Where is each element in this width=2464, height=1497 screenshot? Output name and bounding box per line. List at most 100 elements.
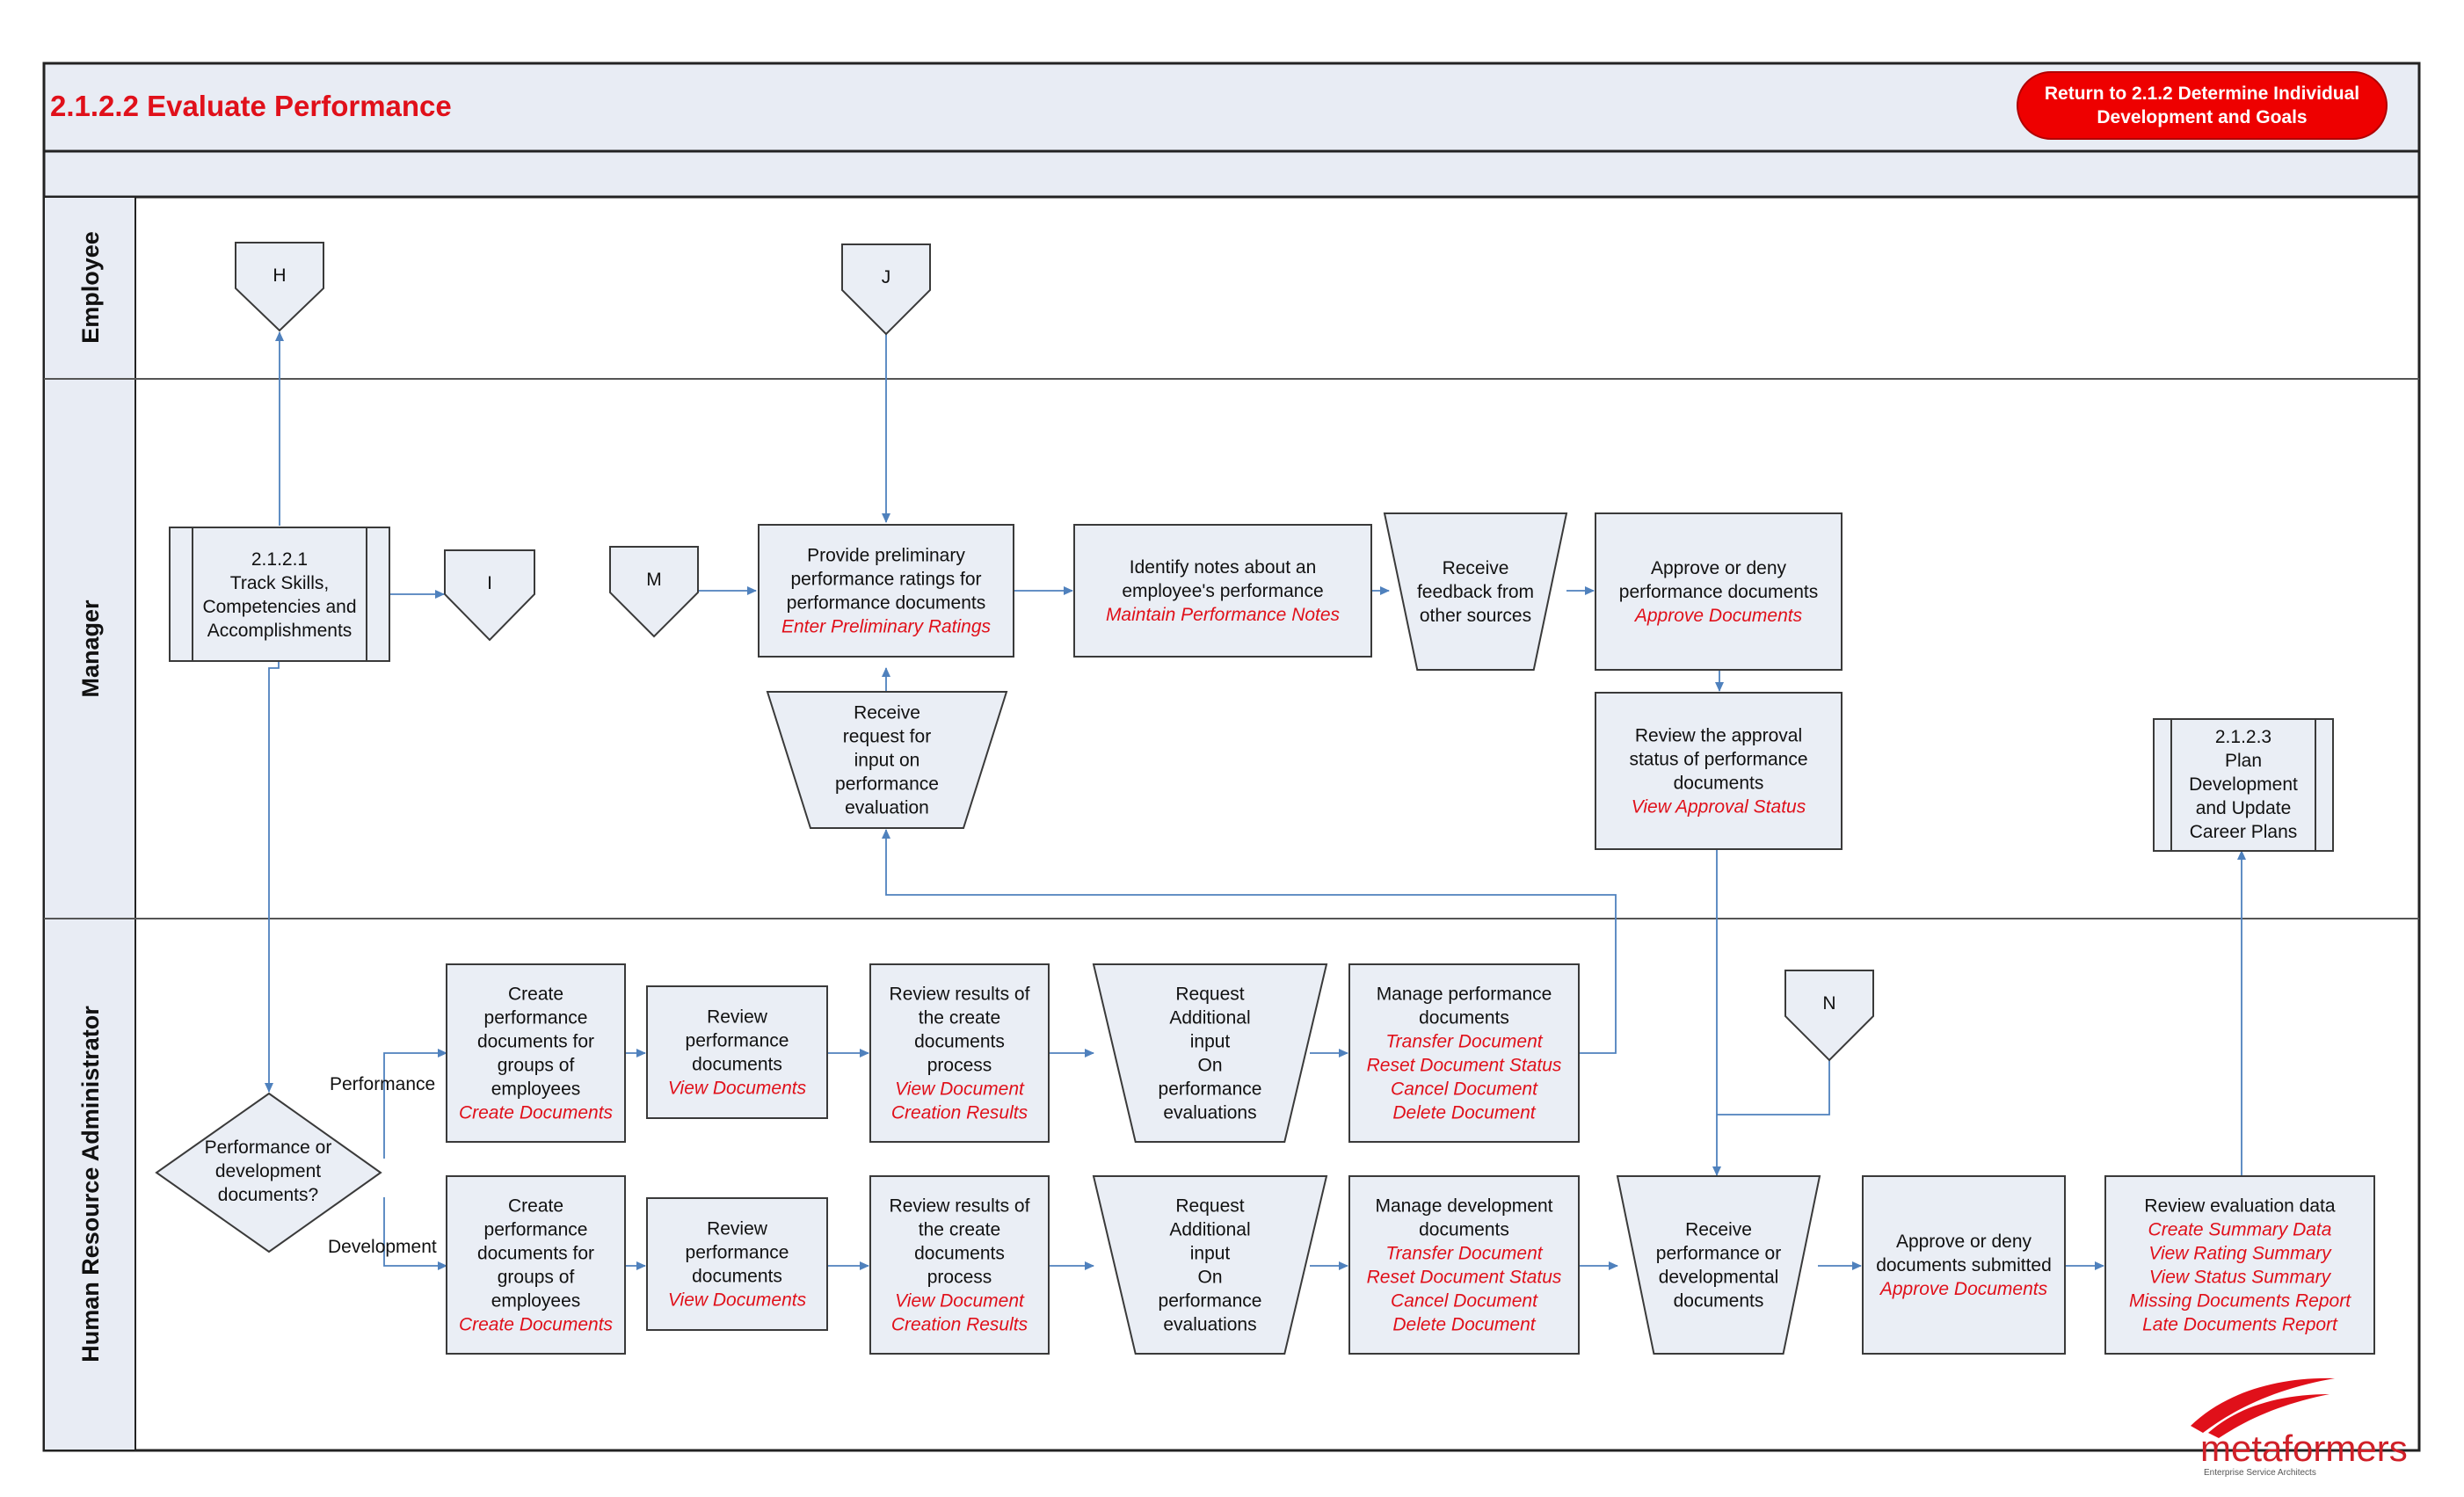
process-step-text: documents [914,1032,1005,1052]
subprocess-track-skills[interactable]: 2.1.2.1 Track Skills, Competencies and A… [169,527,390,662]
process-step-identify-notes: Identify notes about an employee's perfor… [1073,524,1372,658]
process-step-text: Approve or deny [1896,1232,2032,1252]
process-step-link[interactable]: Missing Documents Report [2129,1291,2351,1312]
process-step-text: Request [1175,1196,1244,1217]
return-button-line-1: Return to 2.1.2 Determine Individual [2045,84,2359,104]
process-step-link[interactable]: Cancel Document [1391,1079,1538,1100]
process-step-link[interactable]: Approve Documents [1633,606,1803,626]
subprocess-track-line: Competencies and [202,597,356,617]
process-step-text: evaluation [845,798,929,818]
process-step-link[interactable]: Transfer Document [1385,1244,1543,1264]
process-step-link[interactable]: Create Documents [459,1103,614,1123]
process-step-text: evaluations [1163,1315,1256,1335]
process-step-text: employee's performance [1122,581,1323,601]
process-step-text: input [1190,1032,1231,1052]
process-step-text: Receive [1685,1220,1752,1240]
process-step-text: documents [1419,1008,1509,1028]
process-step-text: performance documents [787,593,985,614]
process-step-link[interactable]: Delete Document [1392,1103,1536,1123]
process-step-shape [1595,512,1843,671]
process-step-text: developmental [1659,1268,1779,1288]
process-step-link[interactable]: Reset Document Status [1367,1056,1562,1076]
process-step-text: Additional [1169,1008,1250,1028]
process-step-link[interactable]: Transfer Document [1385,1032,1543,1052]
process-step-request-input-perf: RequestAdditionalinputOnperformanceevalu… [1092,963,1328,1143]
offpage-n-label: N [1822,993,1835,1014]
branch-label-development: Development [328,1237,437,1257]
process-step-shape [758,524,1014,658]
process-step-text: the create [919,1008,1000,1028]
process-step-shape [1348,1175,1580,1355]
process-step-text: Request [1175,985,1244,1005]
process-step-text: performance [686,1031,789,1051]
process-step-text: input [1190,1244,1231,1264]
process-step-text: Review results of [890,985,1030,1005]
process-step-shape [2104,1175,2375,1355]
process-step-link[interactable]: Creation Results [891,1103,1028,1123]
process-step-review-approval: Review the approval status of performance… [1595,692,1843,850]
process-step-text: Review the approval [1635,726,1802,746]
process-step-link[interactable]: View Documents [668,1079,807,1099]
process-step-text: Manage development [1376,1196,1553,1217]
process-step-text: Identify notes about an [1130,557,1317,578]
process-step-text: documents [692,1267,782,1287]
process-step-link[interactable]: Create Documents [459,1315,614,1335]
process-step-text: performance [835,774,939,795]
offpage-i-label: I [487,573,492,593]
offpage-j-label: J [882,267,891,287]
process-step-text: On [1197,1268,1222,1288]
offpage-connector-j: J [841,243,931,336]
subprocess-plan-development[interactable]: 2.1.2.3 Plan Development and Update Care… [2153,718,2334,852]
process-step-shape [646,985,828,1119]
process-step-text: employees [491,1079,581,1100]
process-step-link[interactable]: Maintain Performance Notes [1106,605,1341,625]
process-step-text: request for [843,727,931,747]
process-step-link[interactable]: View Rating Summary [2148,1244,2332,1264]
decision-line: Performance or [205,1137,332,1158]
process-step-text: Review results of [890,1196,1030,1217]
process-step-text: Additional [1169,1220,1250,1240]
page-title: 2.1.2.2 Evaluate Performance [50,90,452,122]
process-step-link[interactable]: View Document [895,1079,1025,1100]
process-step-link[interactable]: View Document [895,1291,1025,1312]
process-step-link[interactable]: View Status Summary [2149,1268,2332,1288]
process-step-text: documents [692,1055,782,1075]
process-step-link[interactable]: Enter Preliminary Ratings [781,617,992,637]
process-step-text: performance or [1656,1244,1781,1264]
process-step-link[interactable]: View Approval Status [1632,797,1806,818]
process-step-text: documents [1674,774,1764,794]
process-step-text: groups of [498,1268,575,1288]
process-step-link[interactable]: Reset Document Status [1367,1268,1562,1288]
process-step-text: Manage performance [1377,985,1552,1005]
offpage-connector-m: M [609,546,699,638]
process-step-text: documents [914,1244,1005,1264]
process-step-link[interactable]: Create Summary Data [2148,1220,2332,1240]
process-step-link[interactable]: View Documents [668,1290,807,1311]
process-step-shape [1383,512,1568,671]
process-step-text: performance [1159,1079,1262,1100]
process-step-text: groups of [498,1056,575,1076]
process-step-link[interactable]: Late Documents Report [2142,1315,2338,1335]
logo-tagline: Enterprise Service Architects [2204,1468,2316,1478]
process-step-text: performance [1159,1291,1262,1312]
process-step-text: performance [484,1008,588,1028]
branch-label-performance: Performance [330,1074,435,1094]
process-step-link[interactable]: Approve Documents [1879,1279,2048,1299]
process-step-shape [1348,963,1580,1143]
process-step-text: Review [707,1007,768,1028]
process-step-text: performance [484,1220,588,1240]
process-step-link[interactable]: Creation Results [891,1315,1028,1335]
process-step-link[interactable]: Delete Document [1392,1315,1536,1335]
process-step-link[interactable]: Cancel Document [1391,1291,1538,1312]
process-step-text: status of performance [1629,750,1807,770]
return-button[interactable]: Return to 2.1.2 Determine Individual Dev… [2017,71,2388,140]
